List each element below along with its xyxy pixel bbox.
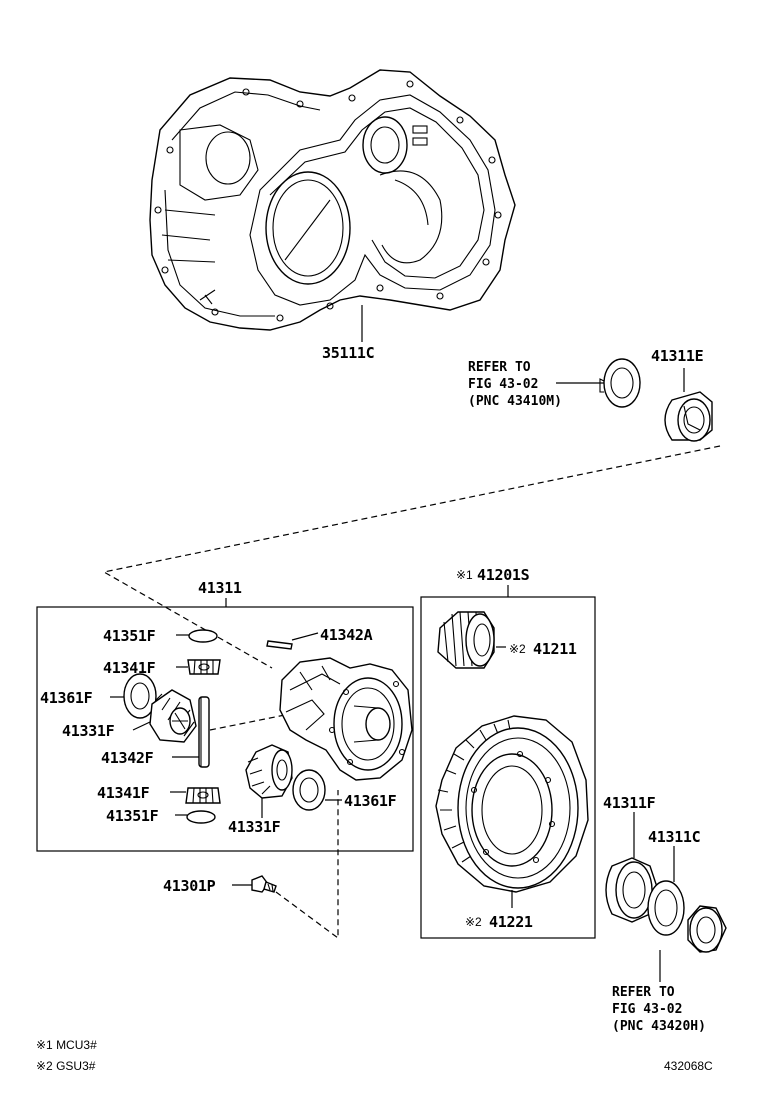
refer-bottom-line3: (PNC 43420H) xyxy=(612,1019,706,1034)
footnote-1: ※1 MCU3# xyxy=(36,1038,97,1052)
differential-case-box xyxy=(36,606,414,852)
label-41311: 41311 xyxy=(198,579,242,597)
side-gear-41331f-bottom[interactable] xyxy=(245,744,293,799)
refer-bottom-line1: REFER TO xyxy=(612,985,675,1000)
label-41331f-left: 41331F xyxy=(62,722,115,740)
refer-top-line3: (PNC 43410M) xyxy=(468,394,562,409)
thrust-washer-41351f-top[interactable] xyxy=(188,629,218,643)
pinion-gear-41341f-top[interactable] xyxy=(187,659,221,675)
label-41342a: 41342A xyxy=(320,626,373,644)
label-41201s: 41201S xyxy=(477,566,530,584)
label-41341f-top: 41341F xyxy=(103,659,156,677)
refer-bottom-line2: FIG 43-02 xyxy=(612,1002,682,1017)
thrust-washer-41361f-right[interactable] xyxy=(292,769,326,811)
bearing-41311e[interactable] xyxy=(664,391,713,442)
side-gear-41331f-left[interactable] xyxy=(149,689,197,743)
label-41351f-top: 41351F xyxy=(103,627,156,645)
label-41341f-bottom: 41341F xyxy=(97,784,150,802)
label-41311c: 41311C xyxy=(648,828,700,846)
transaxle-housing[interactable] xyxy=(149,69,516,331)
bearing-41311f[interactable] xyxy=(605,857,659,923)
thrust-washer-41351f-bottom[interactable] xyxy=(186,810,216,824)
shim-41311c[interactable] xyxy=(647,880,685,936)
label-41351f-bottom: 41351F xyxy=(106,807,159,825)
pinion-gear-41341f-bottom[interactable] xyxy=(185,787,221,804)
label-41311f: 41311F xyxy=(603,794,656,812)
drive-pinion-gear-41211[interactable] xyxy=(437,611,495,669)
label-35111c: 35111C xyxy=(322,344,374,362)
mark-41201s: ※1 xyxy=(456,568,473,582)
label-41342f: 41342F xyxy=(101,749,154,767)
diagram-code: 432068C xyxy=(664,1059,713,1073)
label-41221: 41221 xyxy=(489,913,533,931)
bolt-41301p[interactable] xyxy=(251,875,277,893)
ring-gear-41221[interactable] xyxy=(435,715,589,893)
refer-top-line2: FIG 43-02 xyxy=(468,377,538,392)
footnote-2: ※2 GSU3# xyxy=(36,1059,96,1073)
pin-41342a[interactable] xyxy=(266,640,293,650)
pinion-shaft-41342f[interactable] xyxy=(198,696,210,768)
oil-seal-bottom[interactable] xyxy=(687,905,727,953)
refer-top-line1: REFER TO xyxy=(468,360,531,375)
label-41331f-bottom: 41331F xyxy=(228,818,281,836)
thrust-washer-41361f-left[interactable] xyxy=(123,673,157,719)
label-41311e: 41311E xyxy=(651,347,704,365)
mark-41221: ※2 xyxy=(465,915,482,929)
differential-case[interactable] xyxy=(279,657,413,781)
oil-seal-top[interactable] xyxy=(599,358,641,408)
mark-41211: ※2 xyxy=(509,642,526,656)
label-41361f-right: 41361F xyxy=(344,792,397,810)
label-41211: 41211 xyxy=(533,640,577,658)
label-41361f-left: 41361F xyxy=(40,689,93,707)
label-41301p: 41301P xyxy=(163,877,216,895)
